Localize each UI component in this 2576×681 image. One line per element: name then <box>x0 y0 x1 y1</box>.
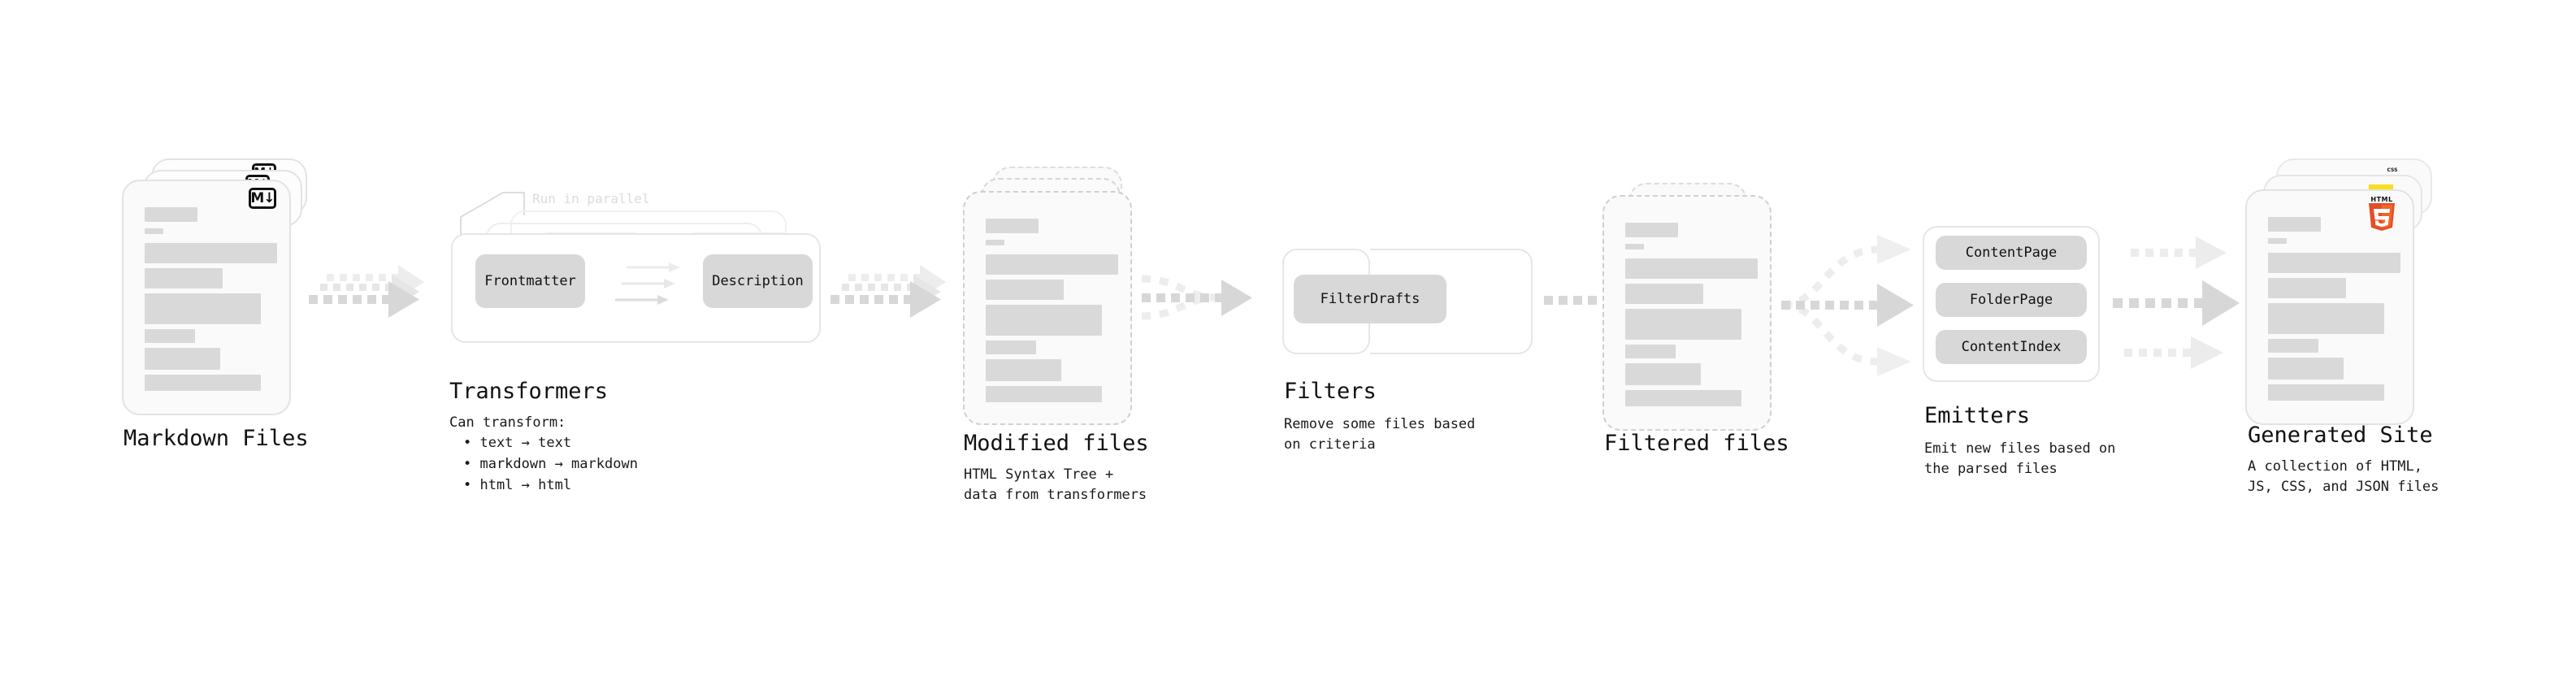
doc-bar-5 <box>1625 363 1701 385</box>
doc-bar-5 <box>986 359 1061 381</box>
filtered-files-stack <box>1602 183 1806 451</box>
doc-bar-1 <box>1625 258 1758 279</box>
run-in-parallel-bracket <box>460 192 525 236</box>
stage-title-emitters: Emitters <box>1924 403 2031 428</box>
doc-bar-sub <box>2268 238 2287 244</box>
css-badge-label: CSS <box>2387 167 2398 173</box>
doc-bar-2 <box>986 280 1064 300</box>
doc-bar-4 <box>986 340 1036 354</box>
stage-title-filters: Filters <box>1284 379 1377 404</box>
doc-bar-5 <box>145 348 220 370</box>
markdown-file-card-front <box>122 180 291 415</box>
doc-bar-title <box>986 219 1039 233</box>
stage-title-filtered-files: Filtered files <box>1604 431 1789 456</box>
stage-subtitle-filters: Remove some files based on criteria <box>1284 416 1476 453</box>
doc-bar-title <box>145 207 197 222</box>
markdown-badge-front: M↓ <box>249 188 276 209</box>
doc-bar-2 <box>2268 278 2346 298</box>
filter-pill-filterdrafts[interactable]: FilterDrafts <box>1294 275 1446 323</box>
html5-badge-label: HTML <box>2370 196 2393 203</box>
stage-title-markdown-files: Markdown Files <box>124 426 309 451</box>
doc-bar-2 <box>1625 284 1703 304</box>
doc-bar-3 <box>2268 303 2384 334</box>
connector-emitters-to-site <box>2113 236 2240 369</box>
doc-bar-4 <box>2268 339 2318 353</box>
doc-bar-sub <box>1625 244 1644 249</box>
transformers-bullet-0: • text → text <box>463 435 572 451</box>
html5-badge: HTML <box>2367 196 2396 231</box>
modified-file-card-front <box>963 191 1132 425</box>
doc-bar-sub <box>986 240 1004 245</box>
stage-subtitle-emitters: Emit new files based on the parsed files <box>1924 440 2116 477</box>
doc-bar-1 <box>145 243 277 263</box>
transformer-internal-arrows <box>615 262 680 305</box>
transformers-bullet-2: • html → html <box>463 477 572 493</box>
stage-subtitle-generated-site: A collection of HTML, JS, CSS, and JSON … <box>2248 458 2439 495</box>
markdown-files-stack: M↓ M↓ M↓ <box>122 158 317 427</box>
stage-subtitle-transformers: Can transform: <box>449 414 566 431</box>
emitter-pill-contentpage[interactable]: ContentPage <box>1936 236 2087 270</box>
doc-bar-6 <box>2268 384 2384 401</box>
stage-title-generated-site: Generated Site <box>2248 423 2433 448</box>
filtered-file-card-front <box>1602 195 1772 431</box>
doc-bar-sub <box>145 228 163 234</box>
modified-files-stack <box>963 167 1166 435</box>
transformer-pill-description[interactable]: Description <box>703 254 813 308</box>
emitter-pill-folderpage[interactable]: FolderPage <box>1936 283 2087 317</box>
doc-bar-4 <box>1625 345 1676 358</box>
generated-site-stack: CSS HTML <box>2245 158 2448 435</box>
doc-bar-1 <box>986 254 1118 275</box>
stage-title-transformers: Transformers <box>449 379 609 404</box>
doc-bar-title <box>2268 217 2321 232</box>
doc-bar-4 <box>145 329 195 343</box>
emitter-pill-contentindex[interactable]: ContentIndex <box>1936 330 2087 364</box>
doc-bar-3 <box>986 305 1102 336</box>
run-in-parallel-label: Run in parallel <box>532 191 650 206</box>
stage-title-modified-files: Modified files <box>964 431 1149 456</box>
doc-bar-6 <box>986 386 1102 402</box>
stage-subtitle-modified-files: HTML Syntax Tree + data from transformer… <box>964 466 1147 503</box>
transformers-group: Run in parallel Frontmatter Description <box>443 191 825 362</box>
doc-bar-3 <box>1625 309 1741 340</box>
transformer-pill-frontmatter[interactable]: Frontmatter <box>475 254 585 308</box>
transformers-bullet-1: • markdown → markdown <box>463 456 638 472</box>
doc-bar-6 <box>1625 390 1741 406</box>
doc-bar-6 <box>145 375 261 391</box>
connector-modified-to-filters <box>1141 275 1252 320</box>
connector-filtered-to-emitters <box>1781 235 1914 376</box>
doc-bar-1 <box>2268 253 2400 273</box>
doc-bar-5 <box>2268 358 2344 380</box>
doc-bar-title <box>1625 223 1678 237</box>
doc-bar-3 <box>145 293 261 324</box>
connector-transformers-to-modified <box>830 265 946 318</box>
doc-bar-2 <box>145 268 223 288</box>
connector-markdown-to-transformers <box>309 265 424 318</box>
